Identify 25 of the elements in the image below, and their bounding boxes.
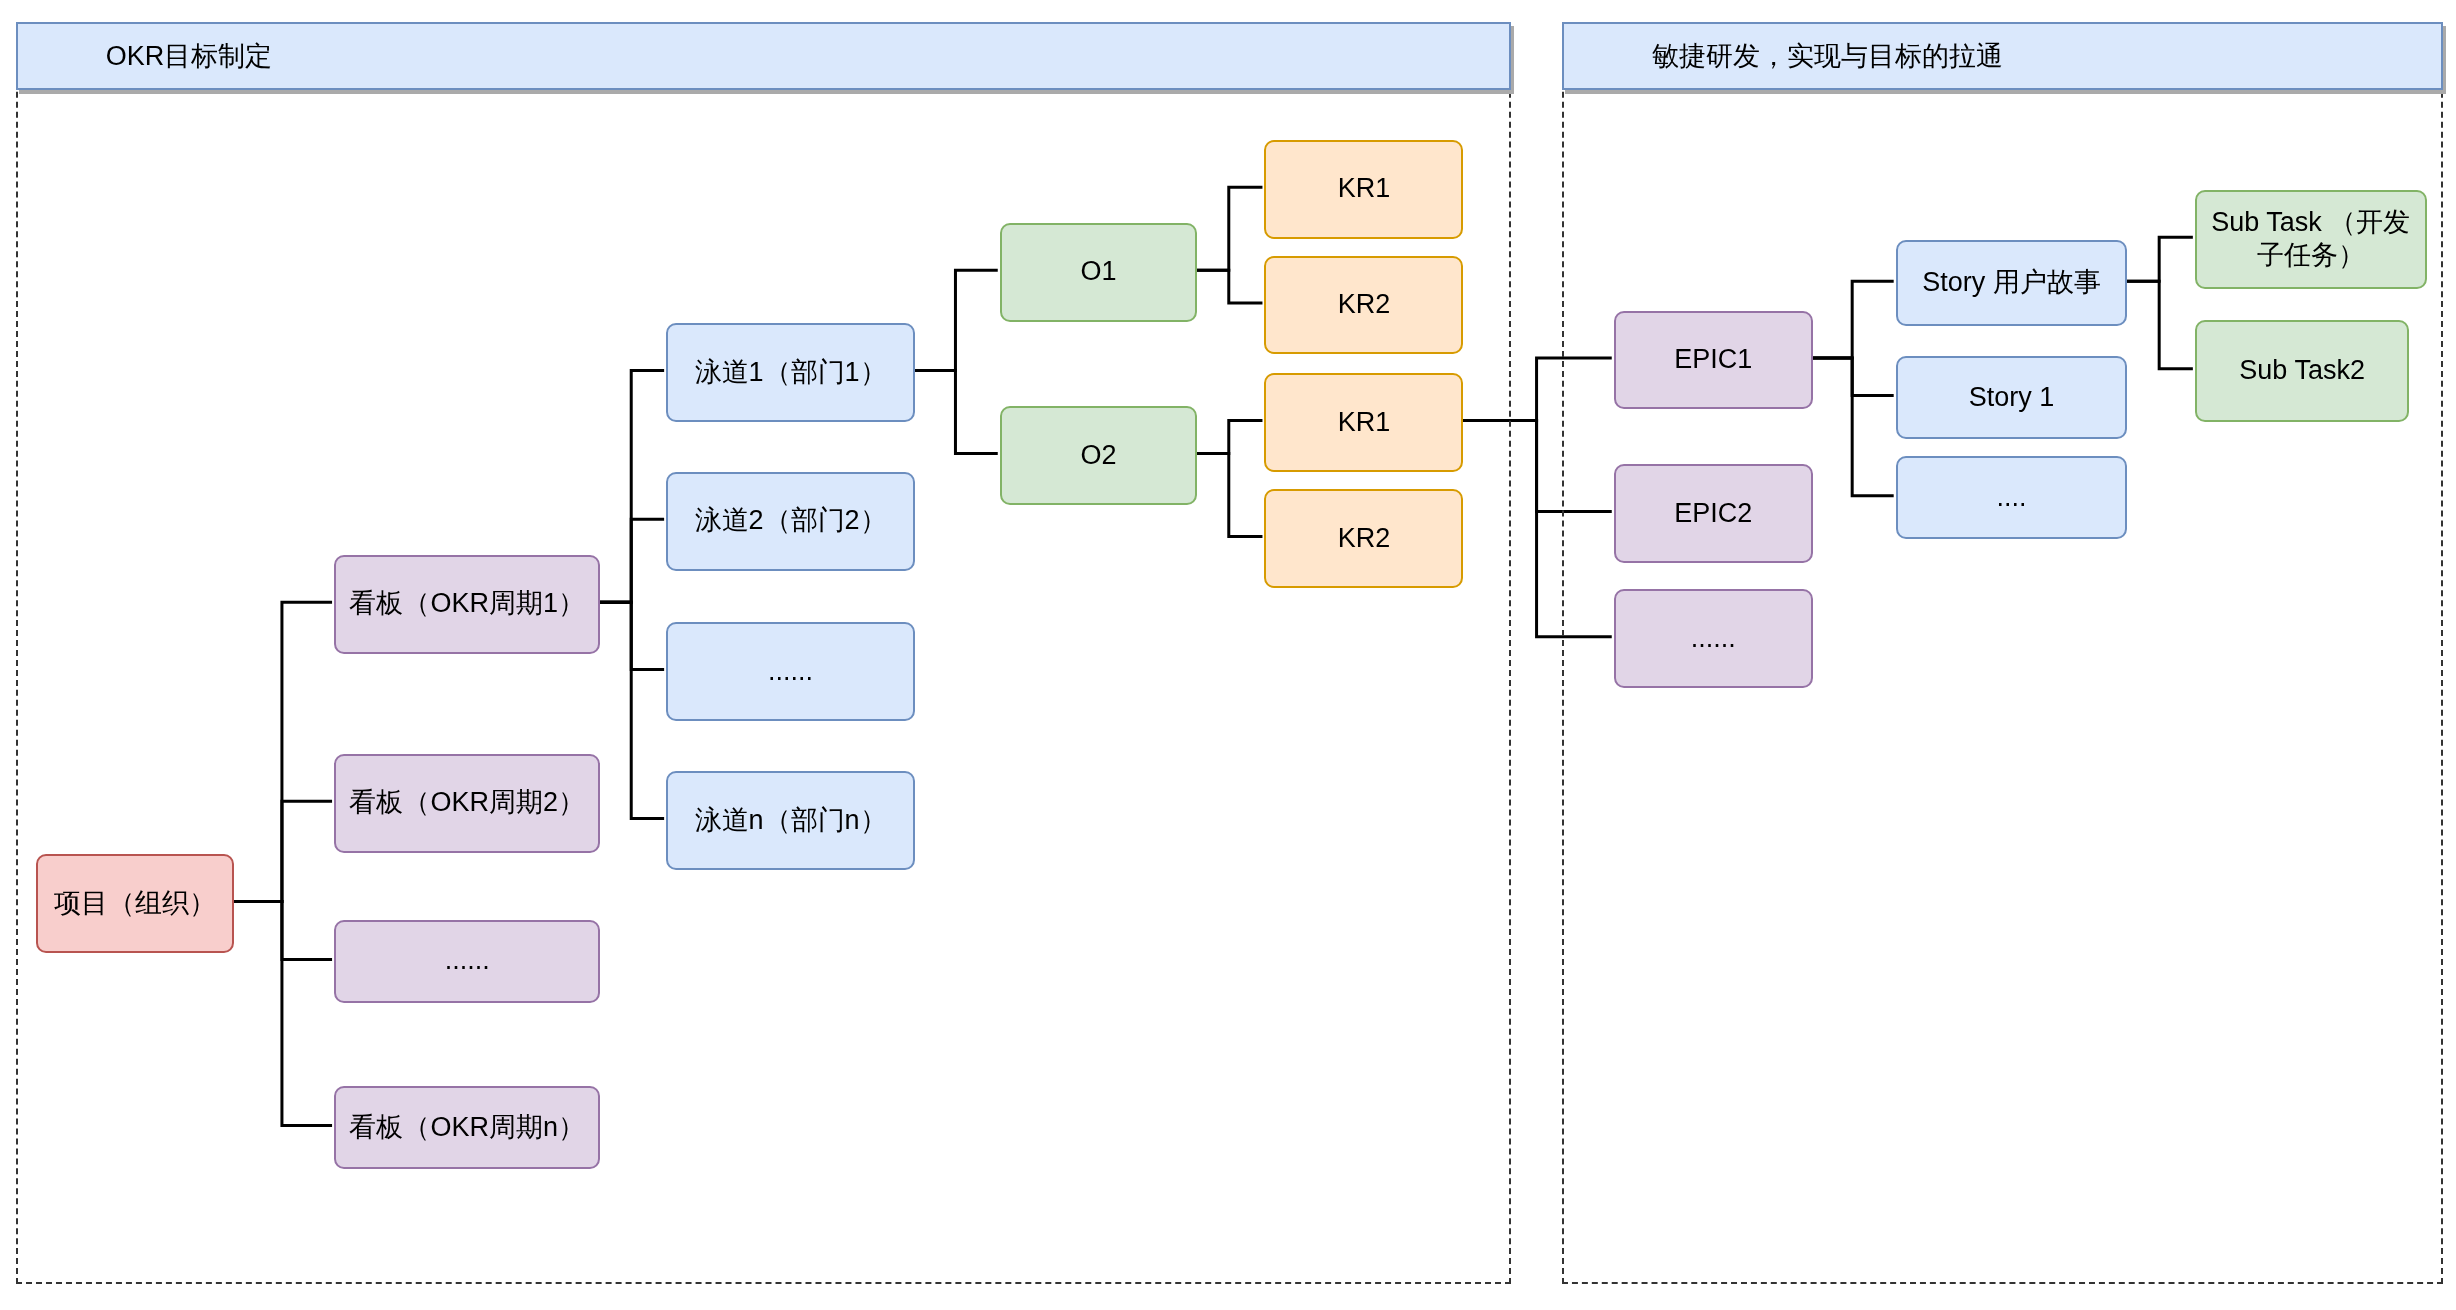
process-box: 看板（OKR周期n） — [334, 1085, 601, 1169]
process-box: Sub Task （开发子任务） — [2194, 189, 2427, 289]
dashed-panel — [15, 21, 1512, 1285]
process-box: 泳道2（部门2） — [666, 471, 916, 571]
dashed-panel — [1561, 21, 2444, 1285]
process-box: KR2 — [1264, 489, 1464, 588]
process-box: O2 — [999, 406, 1198, 505]
process-box: .... — [1895, 456, 2128, 540]
process-box: 泳道1（部门1） — [666, 323, 916, 422]
process-box: ...... — [1613, 589, 1813, 689]
process-box: 泳道n（部门n） — [666, 771, 916, 870]
process-box: 看板（OKR周期1） — [334, 554, 601, 654]
process-box: 看板（OKR周期2） — [334, 753, 601, 853]
process-box: ...... — [666, 622, 916, 721]
process-box: EPIC2 — [1613, 464, 1813, 563]
process-box: KR1 — [1264, 139, 1464, 239]
process-box: Story 1 — [1895, 355, 2128, 439]
process-box: Sub Task2 — [2194, 319, 2410, 422]
process-box: Story 用户故事 — [1895, 240, 2128, 327]
process-box: O1 — [999, 222, 1198, 322]
process-box: KR2 — [1264, 255, 1464, 355]
process-box: ...... — [334, 919, 601, 1003]
process-box: 项目（组织） — [36, 854, 234, 953]
process-box: KR1 — [1264, 373, 1464, 472]
process-box: EPIC1 — [1613, 310, 1813, 410]
